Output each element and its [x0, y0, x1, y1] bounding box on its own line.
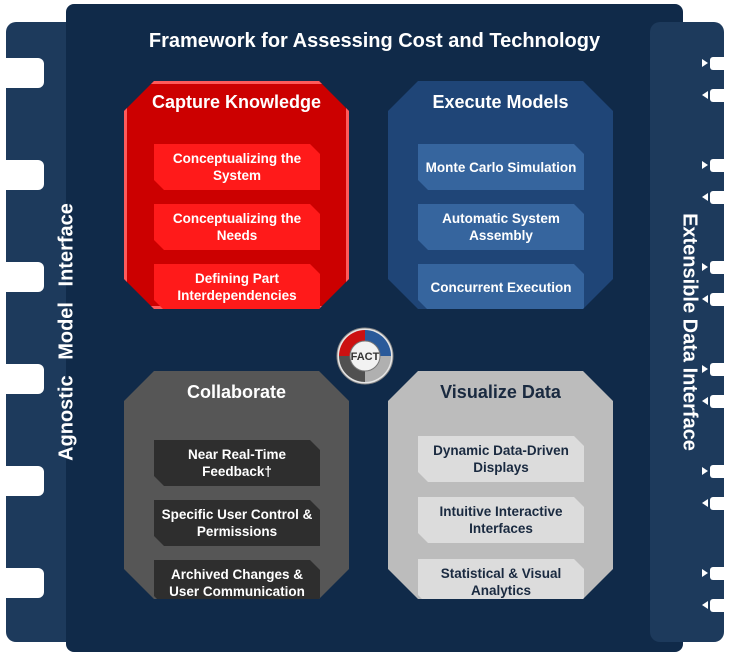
- extensible-data-interface-bar: [650, 22, 724, 642]
- input-arrow-icon: [702, 295, 708, 303]
- connector-tab: [6, 262, 44, 292]
- capability-item: Archived Changes & User Communication: [154, 560, 320, 599]
- extensible-data-interface-label: Extensible Data Interface: [678, 213, 701, 451]
- quadrant-title: Execute Models: [432, 92, 569, 112]
- connector-tab: [710, 363, 724, 376]
- collaborate-panel: Collaborate Near Real-Time Feedback† Spe…: [124, 371, 349, 599]
- connector-tab: [710, 261, 724, 274]
- connector-tab: [710, 599, 724, 612]
- connector-tab: [710, 159, 724, 172]
- output-arrow-icon: [702, 569, 708, 577]
- capability-item: Dynamic Data-Driven Displays: [418, 436, 584, 482]
- input-arrow-icon: [702, 601, 708, 609]
- connector-tab: [710, 395, 724, 408]
- connector-tab: [710, 465, 724, 478]
- output-arrow-icon: [702, 467, 708, 475]
- connector-tab: [710, 57, 724, 70]
- output-arrow-icon: [702, 161, 708, 169]
- connector-tab: [6, 466, 44, 496]
- capability-item: Near Real-Time Feedback†: [154, 440, 320, 486]
- input-arrow-icon: [702, 397, 708, 405]
- input-arrow-icon: [702, 91, 708, 99]
- connector-tab: [710, 567, 724, 580]
- visualize-data-panel: Visualize Data Dynamic Data-Driven Displ…: [388, 371, 613, 599]
- connector-tab: [6, 568, 44, 598]
- capability-item: Specific User Control & Permissions: [154, 500, 320, 546]
- connector-tab: [6, 160, 44, 190]
- connector-tab: [6, 364, 44, 394]
- page-title: Framework for Assessing Cost and Technol…: [148, 30, 601, 52]
- quadrant-title: Capture Knowledge: [151, 92, 321, 112]
- capability-item: Defining Part Interdependencies: [154, 264, 320, 309]
- capture-knowledge-panel: Capture Knowledge Conceptualizing the Sy…: [124, 81, 349, 309]
- capability-item: Intuitive Interactive Interfaces: [418, 497, 584, 543]
- capability-item: Conceptualizing the System: [154, 144, 320, 190]
- connector-tab: [710, 89, 724, 102]
- input-arrow-icon: [702, 193, 708, 201]
- connector-tab: [6, 58, 44, 88]
- logo-text: FACT: [351, 351, 380, 363]
- output-arrow-icon: [702, 365, 708, 373]
- connector-tab: [710, 293, 724, 306]
- quadrant-title: Visualize Data: [440, 382, 561, 402]
- capability-item: Statistical & Visual Analytics: [418, 559, 584, 599]
- connector-tab: [710, 497, 724, 510]
- capability-item: Concurrent Execution: [418, 264, 584, 309]
- output-arrow-icon: [702, 263, 708, 271]
- agnostic-model-interface-label: Agnostic Model Interface: [55, 203, 78, 461]
- fact-logo-icon: FACT: [336, 327, 394, 385]
- quadrant-title: Collaborate: [186, 382, 287, 402]
- execute-models-panel: Execute Models Monte Carlo Simulation Au…: [388, 81, 613, 309]
- input-arrow-icon: [702, 499, 708, 507]
- capability-item: Automatic System Assembly: [418, 204, 584, 250]
- capability-item: Monte Carlo Simulation: [418, 144, 584, 190]
- connector-tab: [710, 191, 724, 204]
- capability-item: Conceptualizing the Needs: [154, 204, 320, 250]
- output-arrow-icon: [702, 59, 708, 67]
